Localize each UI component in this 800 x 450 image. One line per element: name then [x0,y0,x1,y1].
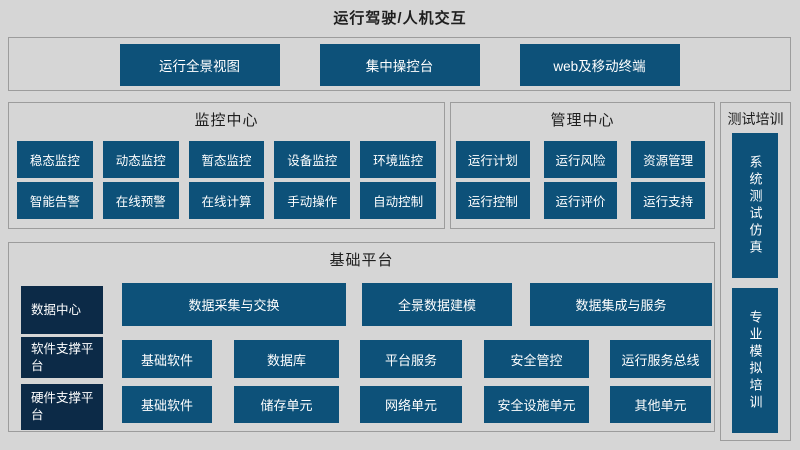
management-row-2: 运行控制 运行评价 运行支持 [456,182,706,219]
tile-resource-management[interactable]: 资源管理 [631,141,706,178]
tile-security-control[interactable]: 安全管控 [484,340,589,378]
tile-operation-service-bus[interactable]: 运行服务总线 [610,340,711,378]
tile-professional-simulation-training[interactable]: 专业模拟培训 [732,288,778,433]
monitoring-row-1: 稳态监控 动态监控 暂态监控 设备监控 环境监控 [17,141,436,178]
base-platform-panel: 基础平台 数据中心 软件支撑平台 硬件支撑平台 数据采集与交换 全景数据建模 数… [8,242,715,432]
base-platform-title: 基础平台 [329,252,394,269]
tile-basic-software-hw[interactable]: 基础软件 [122,386,212,423]
tile-steady-state-monitoring[interactable]: 稳态监控 [17,141,93,178]
test-training-panel: 测试培训 系统测试仿真 专业模拟培训 [720,102,791,441]
tile-storage-unit[interactable]: 储存单元 [234,386,339,423]
tile-basic-software[interactable]: 基础软件 [122,340,212,378]
top-button-row: 运行全景视图 集中操控台 web及移动终端 [9,44,790,86]
tile-online-warning[interactable]: 在线预警 [102,182,179,219]
management-center-panel: 管理中心 运行计划 运行风险 资源管理 运行控制 运行评价 运行支持 [450,102,715,229]
monitoring-center-title: 监控中心 [194,112,259,129]
page-title: 运行驾驶/人机交互 [333,10,467,27]
tile-operation-support[interactable]: 运行支持 [631,182,706,219]
tile-operation-evaluation[interactable]: 运行评价 [543,182,618,219]
management-center-title: 管理中心 [550,112,615,129]
tile-central-console[interactable]: 集中操控台 [319,44,480,86]
tile-panorama-data-modeling[interactable]: 全景数据建模 [362,283,512,326]
tile-network-unit[interactable]: 网络单元 [360,386,462,423]
tile-dynamic-monitoring[interactable]: 动态监控 [102,141,179,178]
monitoring-row-2: 智能告警 在线预警 在线计算 手动操作 自动控制 [17,182,436,219]
tile-panorama-view[interactable]: 运行全景视图 [119,44,280,86]
tile-operation-plan[interactable]: 运行计划 [456,141,530,178]
tile-data-collection-exchange[interactable]: 数据采集与交换 [122,283,346,326]
layer-label-data-center: 数据中心 [21,286,103,334]
tile-equipment-monitoring[interactable]: 设备监控 [274,141,351,178]
tile-intelligent-alarm[interactable]: 智能告警 [17,182,93,219]
tile-manual-operation[interactable]: 手动操作 [274,182,351,219]
tile-online-calculation[interactable]: 在线计算 [188,182,265,219]
tile-platform-services[interactable]: 平台服务 [360,340,462,378]
test-training-title: 测试培训 [727,111,784,127]
tile-security-facility-unit[interactable]: 安全设施单元 [484,386,589,423]
layer-label-hardware-support-platform: 硬件支撑平台 [21,384,103,430]
tile-automatic-control[interactable]: 自动控制 [360,182,436,219]
tile-other-unit[interactable]: 其他单元 [610,386,711,423]
management-row-1: 运行计划 运行风险 资源管理 [456,141,706,178]
tile-data-integration-services[interactable]: 数据集成与服务 [530,283,712,326]
top-panel: 运行全景视图 集中操控台 web及移动终端 [8,37,791,91]
tile-transient-monitoring[interactable]: 暂态监控 [188,141,265,178]
tile-environment-monitoring[interactable]: 环境监控 [360,141,436,178]
tile-operation-control[interactable]: 运行控制 [456,182,530,219]
monitoring-center-panel: 监控中心 稳态监控 动态监控 暂态监控 设备监控 环境监控 智能告警 在线预警 … [8,102,445,229]
tile-operation-risk[interactable]: 运行风险 [543,141,618,178]
tile-web-mobile-terminal[interactable]: web及移动终端 [519,44,680,86]
layer-label-software-support-platform: 软件支撑平台 [21,337,103,378]
tile-system-test-simulation[interactable]: 系统测试仿真 [732,133,778,278]
tile-database[interactable]: 数据库 [234,340,339,378]
